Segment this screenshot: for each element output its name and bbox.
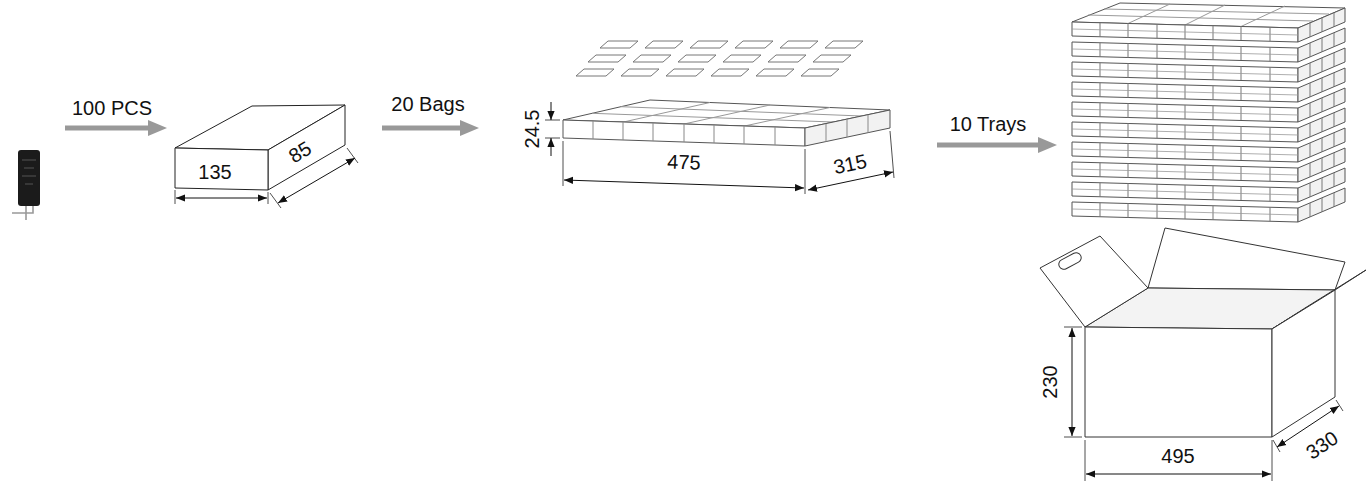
arrow-head bbox=[1038, 137, 1057, 153]
extension-line bbox=[563, 131, 894, 194]
dimension-label: 24.5 bbox=[522, 110, 542, 149]
tray-drawing bbox=[545, 100, 894, 194]
dimension-line bbox=[808, 172, 893, 190]
carton-front bbox=[1085, 327, 1272, 437]
capacitor-marking bbox=[22, 160, 36, 184]
capacitor-body bbox=[18, 150, 40, 206]
extension-line bbox=[175, 190, 268, 204]
dimension-line bbox=[551, 138, 552, 156]
carton-back-flap bbox=[1148, 228, 1345, 290]
quantity-label: 20 Bags bbox=[391, 94, 464, 114]
dimension-line bbox=[176, 198, 267, 199]
extension-line bbox=[1085, 440, 1272, 481]
flow-arrow bbox=[382, 120, 479, 136]
dimension-line bbox=[278, 158, 355, 203]
arrow-shaft bbox=[937, 143, 1040, 148]
capacitor-lead bbox=[12, 205, 33, 220]
extension-line bbox=[1064, 327, 1082, 437]
arrow-head bbox=[148, 120, 167, 136]
arrow-head bbox=[460, 120, 479, 136]
bag-side bbox=[268, 105, 345, 190]
dimension-label: 330 bbox=[1303, 427, 1342, 462]
quantity-label: 10 Trays bbox=[950, 114, 1027, 134]
flow-arrow bbox=[937, 137, 1057, 153]
dimension-line bbox=[564, 180, 804, 188]
quantity-label: 100 PCS bbox=[72, 98, 152, 118]
bag-drawing bbox=[175, 105, 358, 208]
carton-handle bbox=[1057, 251, 1083, 271]
dimension-line bbox=[1086, 474, 1271, 475]
dimension-label: 475 bbox=[667, 151, 701, 172]
capacitor-icon bbox=[12, 150, 40, 220]
dimension-label: 315 bbox=[832, 151, 869, 178]
dimension-label: 135 bbox=[198, 162, 231, 182]
dimension-label: 495 bbox=[1161, 446, 1194, 466]
carton-left-flap bbox=[1040, 236, 1148, 327]
flow-arrow bbox=[65, 120, 167, 136]
arrow-shaft bbox=[65, 126, 150, 131]
bag-front bbox=[175, 148, 268, 190]
tray-ribs bbox=[593, 115, 868, 145]
dimension-line bbox=[1072, 328, 1073, 436]
tray-stack bbox=[1072, 3, 1345, 222]
extension-line bbox=[270, 148, 358, 208]
bag-sheets bbox=[576, 41, 863, 76]
carton-drawing bbox=[1040, 228, 1366, 481]
arrow-shaft bbox=[382, 126, 462, 131]
dimension-line bbox=[551, 102, 552, 120]
extension-line bbox=[545, 120, 560, 138]
dimension-label: 230 bbox=[1040, 365, 1060, 398]
